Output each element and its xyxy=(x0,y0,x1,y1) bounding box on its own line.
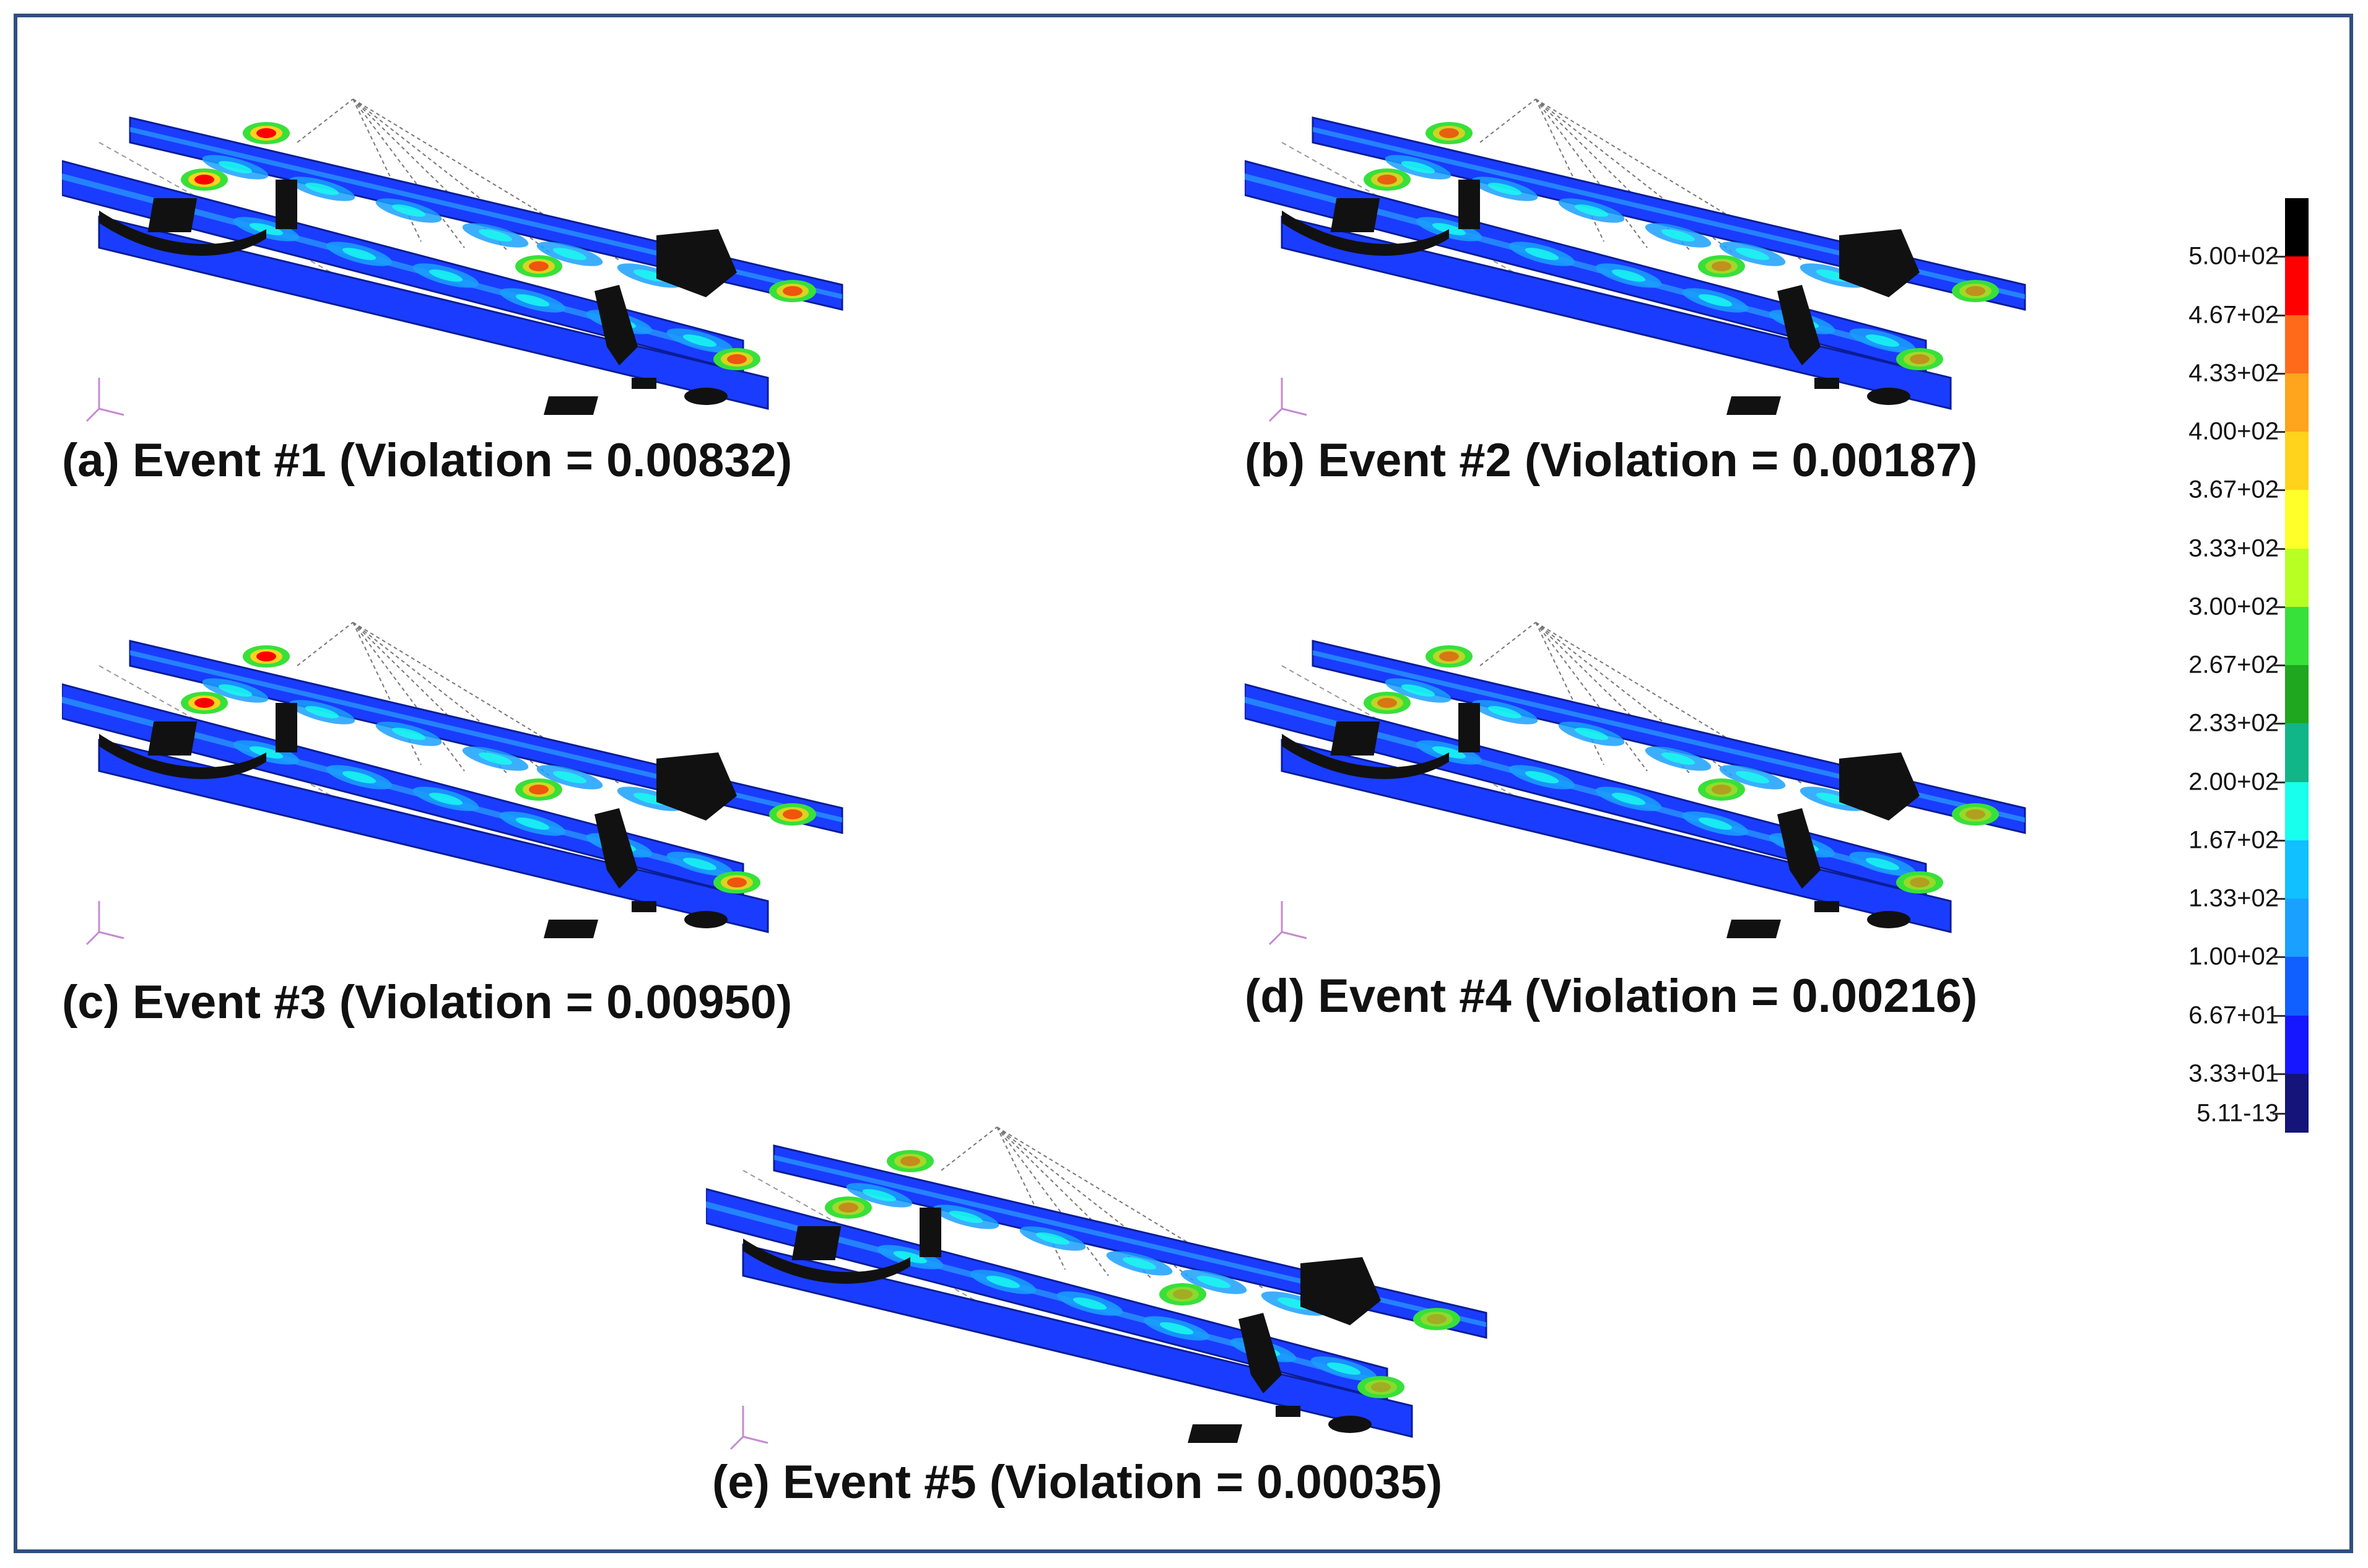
legend-color-bar xyxy=(2285,198,2309,1133)
suspension-parts xyxy=(1282,180,1920,415)
legend-tick xyxy=(2273,723,2285,725)
legend-tick xyxy=(2273,372,2285,375)
legend-tick xyxy=(2273,256,2285,258)
hot-spots xyxy=(825,1150,1460,1398)
legend-tick xyxy=(2273,314,2285,316)
panel-b xyxy=(1245,87,2050,433)
panel-caption-b: (b) Event #2 (Violation = 0.00187) xyxy=(1245,434,1978,487)
legend-label: 1.67+02 xyxy=(2188,826,2279,854)
legend-tick xyxy=(2273,606,2285,608)
stress-color-legend: 5.00+02 4.67+02 4.33+02 4.00+02 3.67+02 3.33+… xyxy=(2130,198,2353,1139)
legend-tick xyxy=(2273,956,2285,959)
panel-c xyxy=(62,610,867,957)
legend-tick xyxy=(2273,1014,2285,1017)
legend-label: 5.00+02 xyxy=(2188,242,2279,270)
panel-caption-a: (a) Event #1 (Violation = 0.00832) xyxy=(62,434,793,487)
legend-tick xyxy=(2273,1113,2285,1115)
legend-label: 4.33+02 xyxy=(2188,359,2279,387)
axis-triad-icon xyxy=(85,378,124,422)
legend-label: 6.67+01 xyxy=(2188,1001,2279,1029)
legend-swatch xyxy=(2285,957,2309,1016)
legend-label: 2.67+02 xyxy=(2188,651,2279,679)
legend-swatch xyxy=(2285,782,2309,841)
chassis-fe-model-a xyxy=(62,98,843,422)
panel-d xyxy=(1245,610,2050,957)
chassis-fe-model-d xyxy=(1245,622,2026,946)
panel-a xyxy=(62,87,867,433)
legend-swatch xyxy=(2285,198,2309,258)
legend-label: 1.33+02 xyxy=(2188,884,2279,912)
legend-label: 2.00+02 xyxy=(2188,768,2279,795)
chassis-fe-model-b xyxy=(1245,98,2026,422)
hot-spots xyxy=(1364,645,1999,894)
legend-swatch xyxy=(2285,1015,2309,1074)
stress-contours xyxy=(202,678,733,876)
legend-swatch xyxy=(2285,899,2309,958)
legend-label: 2.33+02 xyxy=(2188,709,2279,737)
chassis-fe-model-c xyxy=(62,622,843,946)
hot-spots xyxy=(181,122,816,370)
suspension-parts xyxy=(1282,703,1920,938)
legend-swatch xyxy=(2285,723,2309,783)
legend-label: 4.00+02 xyxy=(2188,417,2279,445)
panel-caption-e: (e) Event #5 (Violation = 0.00035) xyxy=(712,1456,1443,1509)
legend-label: 3.00+02 xyxy=(2188,593,2279,621)
axis-triad-icon xyxy=(1268,378,1307,422)
legend-label: 3.33+01 xyxy=(2188,1060,2279,1087)
legend-swatch xyxy=(2285,840,2309,899)
suspension-parts xyxy=(99,180,737,415)
legend-tick xyxy=(2273,1073,2285,1075)
panel-caption-c: (c) Event #3 (Violation = 0.00950) xyxy=(62,976,793,1029)
legend-tick xyxy=(2273,489,2285,492)
chassis-fe-model-e xyxy=(706,1126,1487,1450)
legend-tick xyxy=(2273,431,2285,433)
legend-tick xyxy=(2273,664,2285,666)
axis-triad-icon xyxy=(1268,901,1307,946)
legend-label: 3.33+02 xyxy=(2188,534,2279,562)
legend-swatch xyxy=(2285,1073,2309,1133)
legend-tick xyxy=(2273,898,2285,900)
legend-swatch xyxy=(2285,548,2309,608)
stress-contours xyxy=(846,1183,1377,1381)
legend-swatch xyxy=(2285,315,2309,374)
axis-triad-icon xyxy=(729,1406,768,1450)
suspension-parts xyxy=(743,1208,1381,1443)
panel-caption-d: (d) Event #4 (Violation = 0.00216) xyxy=(1245,970,1978,1022)
legend-swatch xyxy=(2285,606,2309,666)
legend-label: 4.67+02 xyxy=(2188,301,2279,328)
hot-spots xyxy=(181,645,816,894)
legend-tick xyxy=(2273,839,2285,842)
legend-label: 1.00+02 xyxy=(2188,943,2279,970)
legend-tick xyxy=(2273,781,2285,783)
legend-label: 3.67+02 xyxy=(2188,476,2279,503)
legend-swatch xyxy=(2285,665,2309,725)
legend-label: 5.11-13 xyxy=(2196,1099,2279,1127)
legend-swatch xyxy=(2285,432,2309,491)
legend-swatch xyxy=(2285,490,2309,549)
axis-triad-icon xyxy=(85,901,124,946)
hot-spots xyxy=(1364,122,1999,370)
legend-swatch xyxy=(2285,373,2309,432)
stress-contours xyxy=(1385,155,1916,353)
legend-swatch xyxy=(2285,256,2309,316)
suspension-parts xyxy=(99,703,737,938)
panel-e xyxy=(706,1115,1511,1461)
legend-tick xyxy=(2273,547,2285,550)
